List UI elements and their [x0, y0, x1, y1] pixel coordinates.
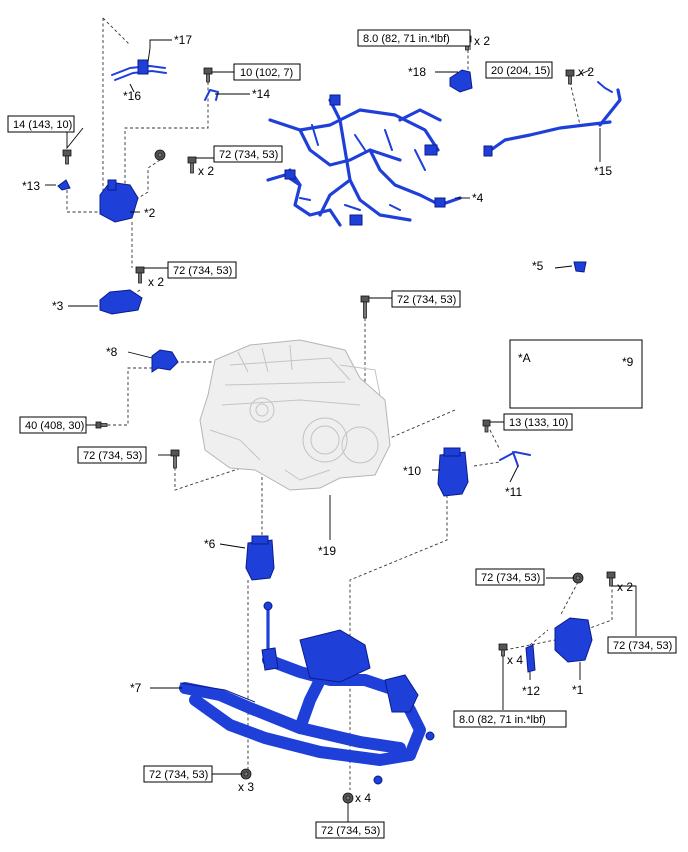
quantity-label: x 2 [198, 164, 214, 178]
part-label-9: *9 [622, 355, 634, 369]
torque-label: 8.0 (82, 71 in.*lbf) [459, 714, 546, 726]
inset-frame [509, 339, 643, 409]
bolt-icon [360, 295, 370, 319]
lead-lines [45, 39, 637, 822]
bolt-icon [606, 571, 616, 587]
bolt-icon [482, 419, 491, 433]
part-label-5: *5 [532, 259, 544, 273]
quantity-label: x 4 [507, 653, 523, 667]
part-label-19: *19 [318, 544, 336, 558]
part-label-3: *3 [52, 299, 64, 313]
part-label-4: *4 [472, 191, 484, 205]
bolt-icon [498, 643, 508, 657]
part-labels: *17 *16 *14 *13 *2 *3 *18 *15 *4 *5 *8 *… [22, 33, 634, 698]
part-label-15: *15 [594, 164, 612, 178]
bolt-icon [135, 266, 145, 284]
torque-boxes: 8.0 (82, 71 in.*lbf) 10 (102, 7) 20 (204… [7, 29, 677, 839]
quantity-label: x 4 [355, 791, 371, 805]
part-label-8: *8 [106, 345, 118, 359]
torque-label: 72 (734, 53) [397, 294, 456, 306]
torque-label: 14 (143, 10) [13, 119, 72, 131]
torque-label: 10 (102, 7) [240, 67, 293, 79]
torque-label: 13 (133, 10) [509, 417, 568, 429]
torque-label: 72 (734, 53) [83, 450, 142, 462]
part-label-11: *11 [505, 485, 522, 499]
part-label-18: *18 [408, 65, 426, 79]
torque-label: 72 (734, 53) [613, 640, 672, 652]
quantity-label: x 3 [238, 780, 254, 794]
part-label-14: *14 [252, 87, 270, 101]
engine-mount-6 [245, 535, 275, 581]
engine-mount-1 [554, 617, 593, 663]
quantities: x 2 x 2 x 2 x 2 x 2 x 4 x 3 x 4 [148, 34, 633, 805]
part-label-2: *2 [144, 206, 156, 220]
bolt-icon [170, 449, 180, 469]
torque-label: 72 (734, 53) [481, 572, 540, 584]
bracket-16 [111, 59, 167, 81]
part-label-10: *10 [403, 464, 421, 478]
bracket-2 [99, 179, 139, 223]
part-label-6: *6 [204, 537, 216, 551]
cap-5 [573, 261, 587, 273]
bolt-icon [187, 156, 197, 174]
part-label-7: *7 [130, 681, 142, 695]
torque-label: 40 (408, 30) [25, 420, 84, 432]
bolt-icon [62, 149, 72, 165]
bolt-icon [95, 421, 108, 429]
torque-label: 72 (734, 53) [173, 265, 232, 277]
bolt-icon [565, 69, 575, 85]
torque-label: 72 (734, 53) [321, 825, 380, 837]
quantity-label: x 2 [148, 275, 164, 289]
inset-label: *A [518, 351, 531, 365]
fasteners [62, 35, 616, 804]
torque-label: 8.0 (82, 71 in.*lbf) [363, 33, 450, 45]
hose-15 [483, 81, 622, 157]
bracket-3 [99, 289, 143, 315]
part-label-17: *17 [174, 33, 192, 47]
part-label-16: *16 [123, 89, 141, 103]
bracket-14 [204, 89, 219, 101]
nut-icon [342, 792, 354, 804]
engine-mount-10 [437, 447, 469, 497]
clip-13 [57, 179, 71, 191]
quantity-label: x 2 [474, 34, 490, 48]
bracket-18 [449, 69, 473, 93]
torque-label: 72 (734, 53) [149, 769, 208, 781]
bolt-icon [203, 67, 213, 83]
part-label-13: *13 [22, 179, 40, 193]
part-label-1: *1 [572, 683, 584, 697]
quantity-label: x 2 [617, 580, 633, 594]
nut-icon [154, 149, 166, 161]
torque-label: 20 (204, 15) [491, 65, 550, 77]
front-subframe-7 [179, 601, 435, 785]
part-label-12: *12 [522, 684, 540, 698]
nut-icon [572, 572, 584, 584]
bracket-8 [151, 349, 179, 373]
quantity-label: x 2 [578, 65, 594, 79]
wire-harness [266, 94, 462, 227]
clip-12 [525, 644, 536, 673]
torque-label: 72 (734, 53) [219, 149, 278, 161]
engine-assembly [199, 339, 391, 491]
bracket-11 [499, 451, 531, 467]
nut-icon [240, 768, 252, 780]
